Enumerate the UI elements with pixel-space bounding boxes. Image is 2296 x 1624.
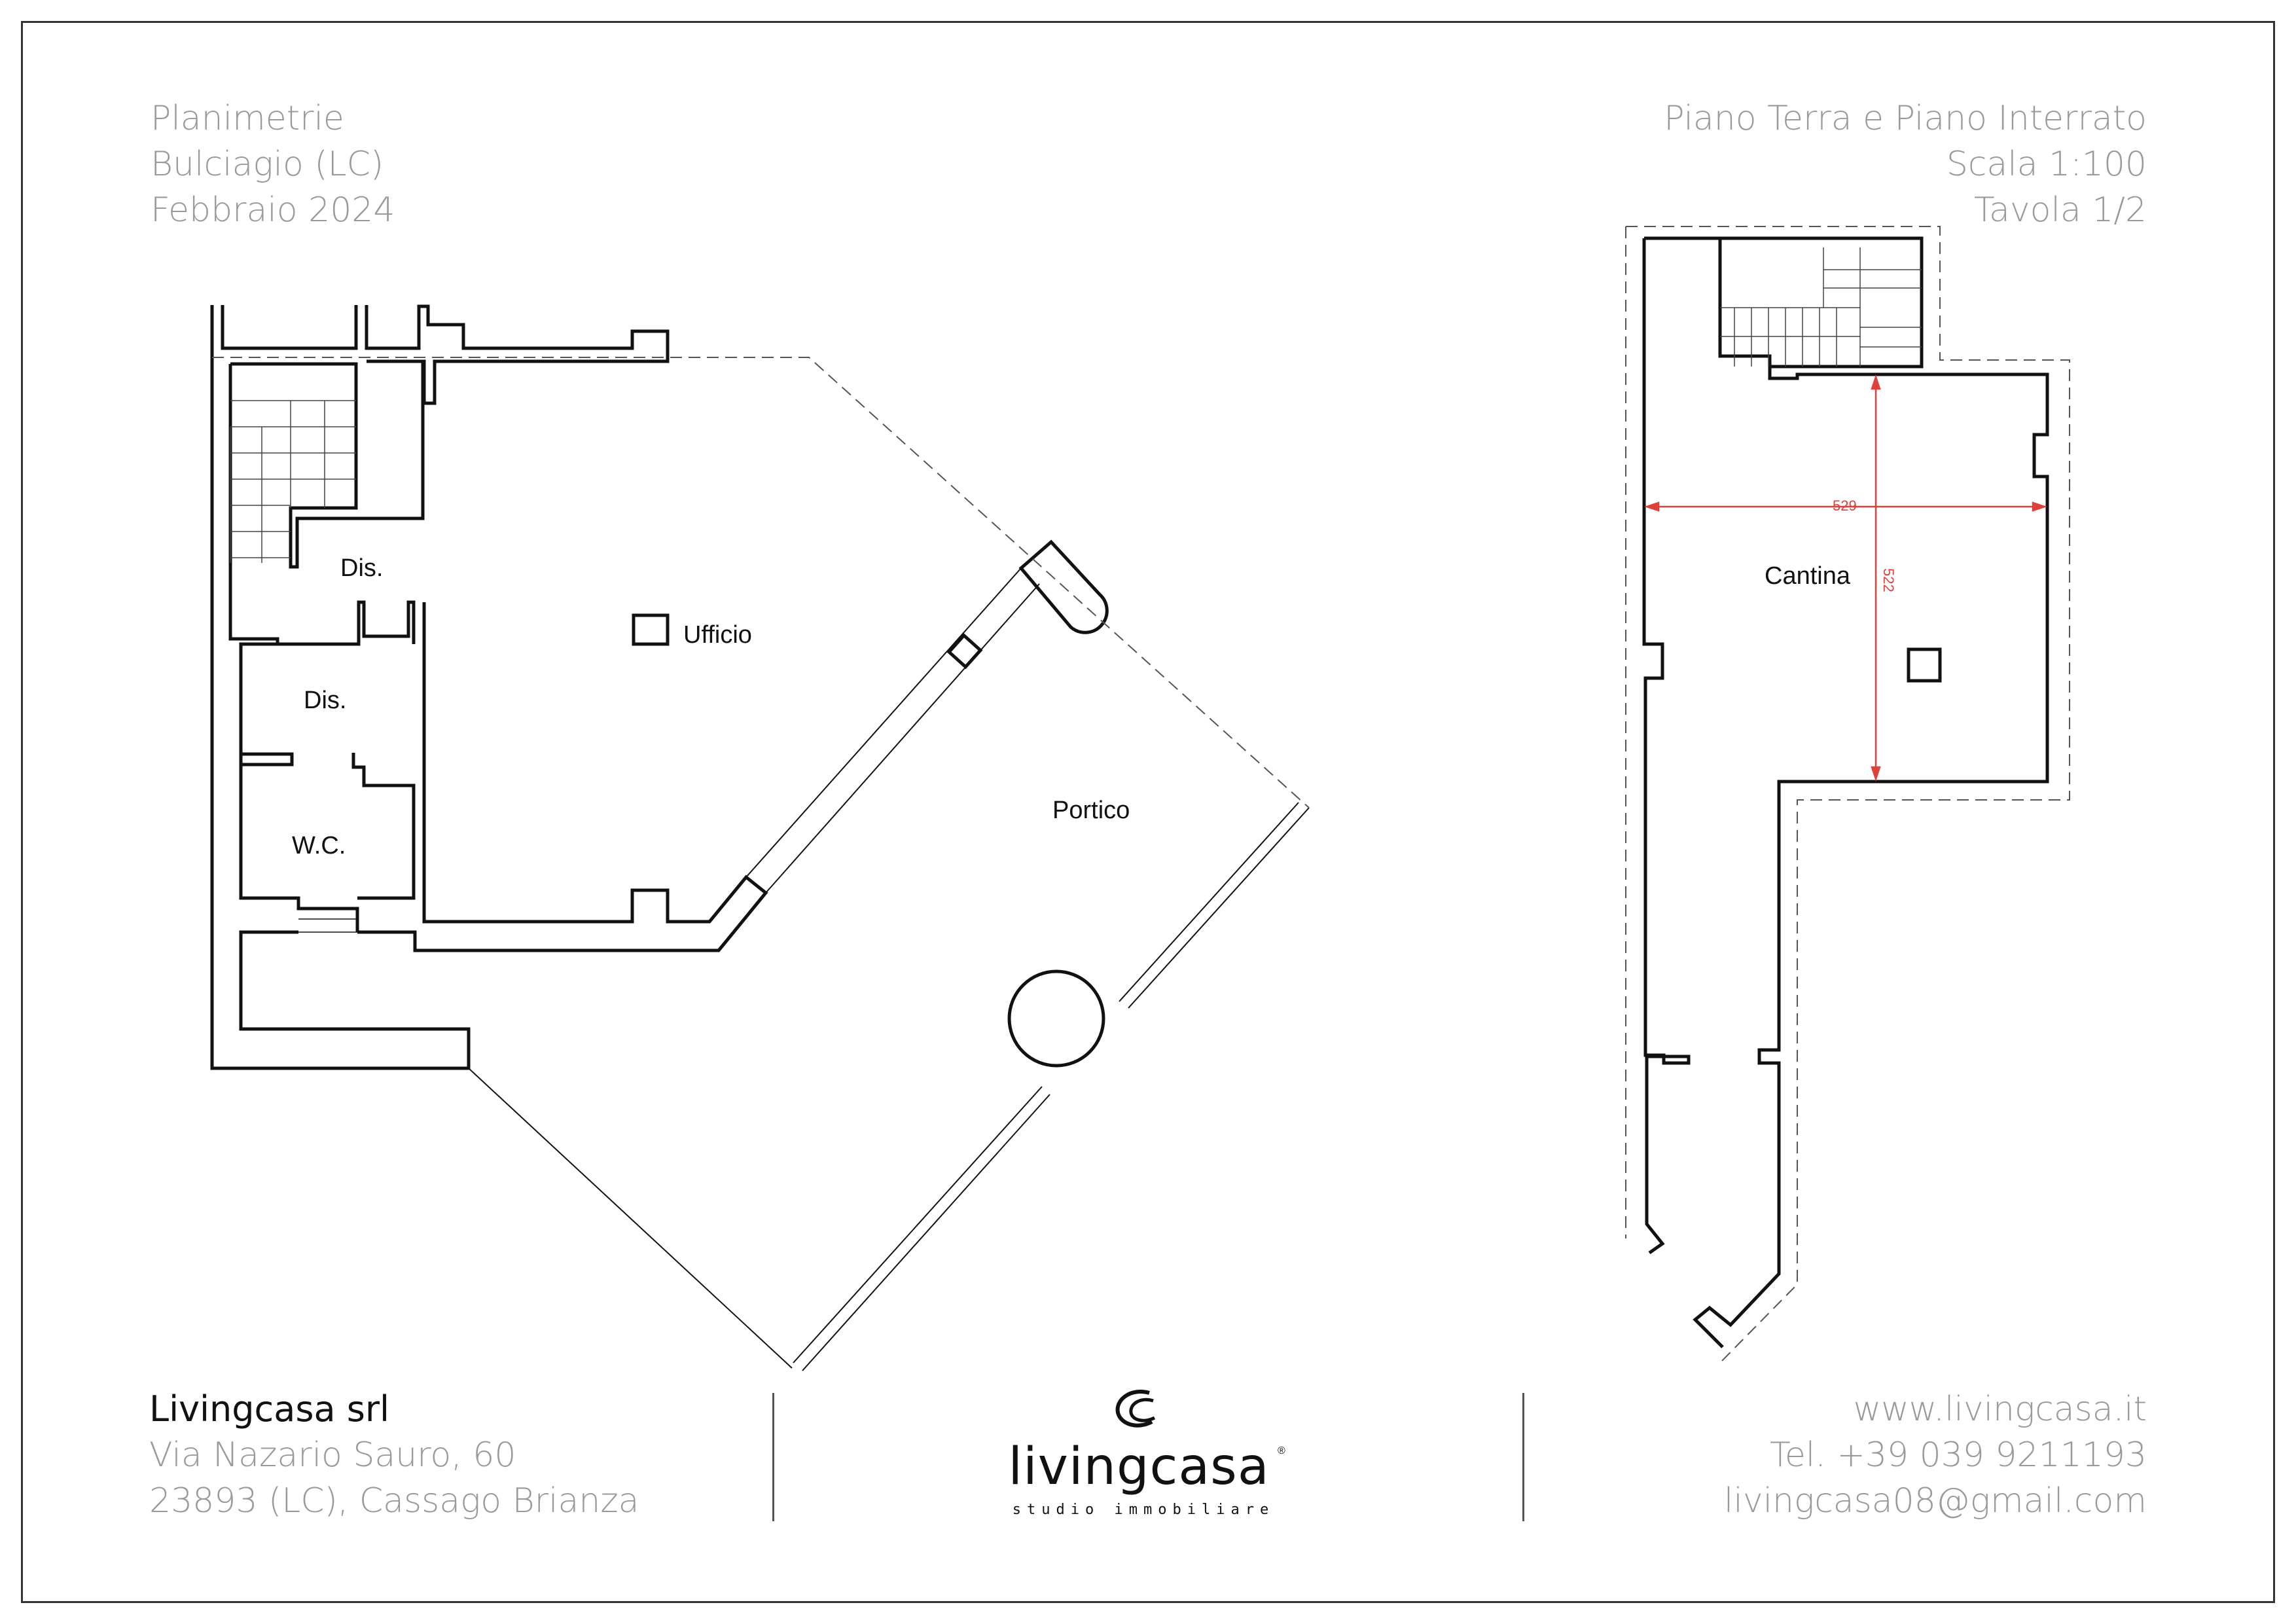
ground-stair-treads xyxy=(230,400,356,563)
ground-top-wall-right xyxy=(365,304,670,405)
logo-swoosh-icon xyxy=(1115,1390,1156,1428)
ground-window-line-1 xyxy=(745,568,1022,878)
logo-registered-mark: ® xyxy=(1278,1445,1285,1456)
ground-window-line-2 xyxy=(765,583,1040,893)
header-date: Febbraio 2024 xyxy=(151,190,395,230)
ground-portico-circle xyxy=(1007,969,1105,1068)
ground-window-post xyxy=(946,633,983,670)
footer-company-name: Livingcasa srl xyxy=(149,1388,390,1430)
footer-company-info: Livingcasa srl Via Nazario Sauro, 60 238… xyxy=(149,1386,639,1524)
basement-left-wall xyxy=(1642,238,1691,1255)
footer-address-line1: Via Nazario Sauro, 60 xyxy=(149,1435,516,1475)
ground-dis-wall xyxy=(241,600,416,646)
basement-outer-wall xyxy=(1644,236,2049,1348)
ground-portico-diagonal xyxy=(468,1068,793,1369)
ground-wc-right xyxy=(351,753,416,900)
ground-top-wall-strip xyxy=(221,305,358,350)
ground-floor-plan xyxy=(210,304,1310,1371)
basement-stair-box xyxy=(1718,238,1772,367)
ground-office-pillar xyxy=(632,613,670,646)
header-right: Piano Terra e Piano Interrato Scala 1:10… xyxy=(1664,96,2147,233)
footer-address-line2: 23893 (LC), Cassago Brianza xyxy=(149,1481,639,1521)
header-sheet: Tavola 1/2 xyxy=(1973,190,2147,230)
ground-inner-wall-a xyxy=(230,361,425,569)
ground-portico-rail-1 xyxy=(1119,802,1299,1002)
logo-tagline: studio immobiliare xyxy=(1012,1502,1275,1518)
page-border xyxy=(21,21,2275,1603)
footer-phone[interactable]: Tel. +39 039 9211193 xyxy=(1769,1435,2147,1475)
header-title: Planimetrie xyxy=(151,99,344,138)
logo-wordmark: livingcasa xyxy=(1008,1437,1270,1496)
footer-email-link[interactable]: livingcasa08@gmail.com xyxy=(1723,1481,2147,1521)
room-label-ufficio: Ufficio xyxy=(683,621,752,649)
ground-wc-door xyxy=(298,908,357,933)
room-label-dis-upper: Dis. xyxy=(340,554,383,582)
ground-portico-column xyxy=(1018,539,1109,634)
footer-website-link[interactable]: www.livingcasa.it xyxy=(1853,1390,2147,1429)
footer-contacts: www.livingcasa.it Tel. +39 039 9211193 l… xyxy=(1724,1386,2147,1524)
footer-divider-right xyxy=(1522,1393,1524,1521)
room-label-portico: Portico xyxy=(1052,797,1130,824)
basement-pillar xyxy=(1907,647,1942,683)
basement-dimensions xyxy=(1644,374,2047,782)
livingcasa-logo: livingcasa ® studio immobiliare xyxy=(995,1386,1296,1518)
header-left: Planimetrie Bulciagio (LC) Febbraio 2024 xyxy=(151,96,395,233)
ground-portico-rail-2 xyxy=(1128,807,1310,1009)
ground-portico-rail-4 xyxy=(802,1094,1050,1371)
ground-wc-wall xyxy=(241,752,294,767)
basement-stair-treads xyxy=(1720,247,1922,367)
basement-plan xyxy=(1625,226,2070,1363)
footer-divider-left xyxy=(772,1393,774,1521)
room-label-wc: W.C. xyxy=(292,832,346,859)
basement-dashed-outline xyxy=(1626,226,2070,1363)
ground-portico-rail-3 xyxy=(793,1086,1043,1363)
ground-top-wall-left xyxy=(210,305,471,1070)
header-scale: Scala 1:100 xyxy=(1946,145,2147,184)
header-floors: Piano Terra e Piano Interrato xyxy=(1664,99,2147,138)
ground-office-wall xyxy=(357,602,768,952)
room-label-cantina: Cantina xyxy=(1765,562,1851,590)
dimension-label-height: 522 xyxy=(1880,568,1897,592)
header-location: Bulciagio (LC) xyxy=(151,145,384,184)
room-label-dis-lower: Dis. xyxy=(304,687,346,714)
dimension-label-width: 529 xyxy=(1833,497,1857,514)
ground-dashed-outline xyxy=(212,357,1310,808)
